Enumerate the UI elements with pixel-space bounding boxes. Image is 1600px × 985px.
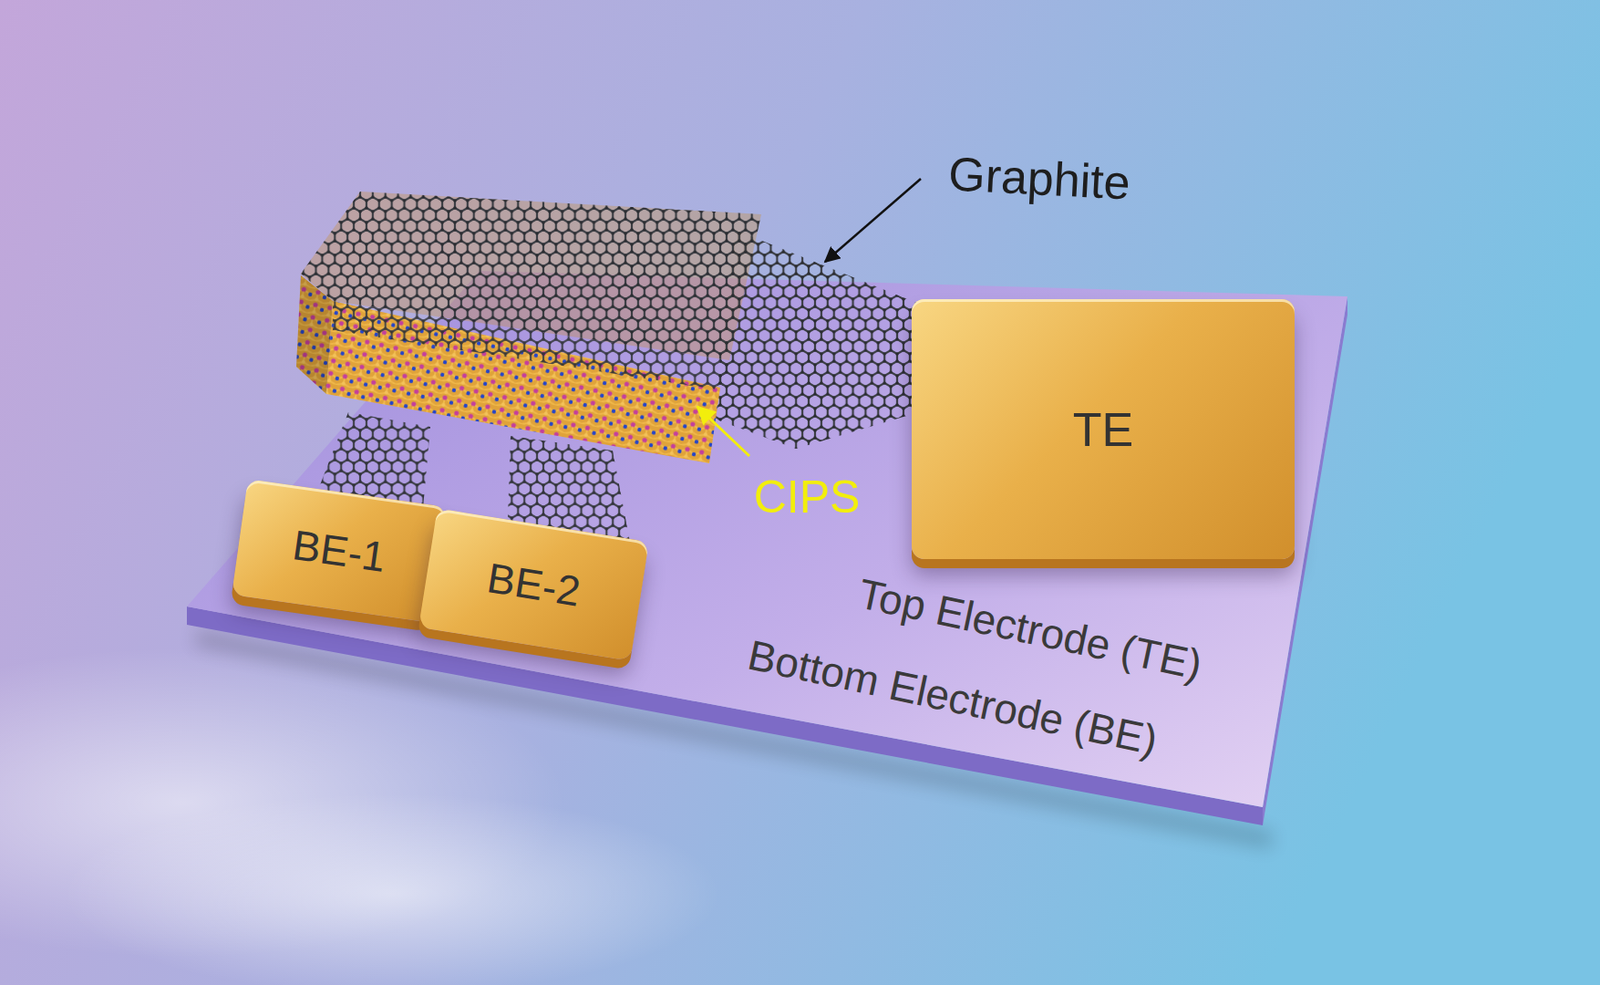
- electrode-label: BE-2: [484, 552, 584, 616]
- leader-arrow: [697, 406, 750, 456]
- bottom-electrode-pad: BE-2: [418, 507, 650, 661]
- electrode-label: TE: [1073, 402, 1134, 457]
- top-electrode-pad: TE: [911, 299, 1295, 559]
- callout-label: Graphite: [947, 147, 1132, 210]
- electrode-label: BE-1: [289, 519, 390, 582]
- bottom-electrode-pad: BE-1: [231, 478, 447, 622]
- callout-label: CIPS: [753, 472, 861, 523]
- leader-arrow: [825, 178, 921, 262]
- graphite-flake-edge: [332, 300, 730, 391]
- background-glow: [63, 793, 721, 985]
